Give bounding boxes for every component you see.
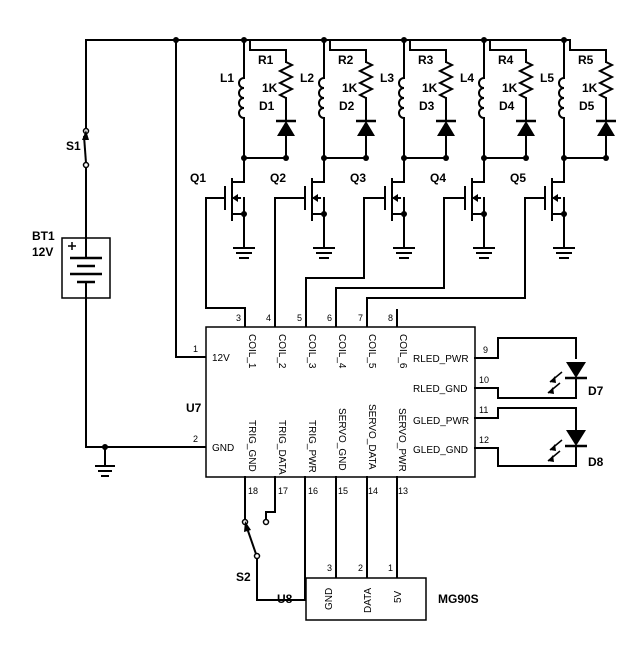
resistor-value-label: 1K [502,81,518,95]
u7-trig-gnd-name: TRIG_GND [246,420,257,472]
u7-servo-pwr-name: SERVO_PWR [396,408,407,472]
mosfet-label: Q4 [430,171,446,185]
led-d7: D7 [474,337,604,399]
diode-label: D3 [419,99,435,113]
u7-pin-2-num: 2 [193,434,198,444]
resistor-label: R2 [338,53,354,67]
u7-pin-4-num: 4 [266,313,271,323]
mosfet-label: Q1 [190,171,206,185]
resistor-value-label: 1K [262,81,278,95]
mosfet-label: Q3 [350,171,366,185]
u8-pin-2-num: 2 [358,563,363,573]
u7-coil1-name: COIL_1 [246,334,257,369]
inductor-label: L2 [300,71,314,85]
u7-coil6-name: COIL_6 [397,334,408,369]
u7-servo-gnd-name: SERVO_GND [336,408,347,471]
led-d8-label: D8 [588,455,604,469]
battery-ref-label: BT1 [32,229,55,243]
u7-servo-data-name: SERVO_DATA [366,404,377,470]
u8-pin-data-name: DATA [363,587,374,613]
inductor-label: L1 [220,71,234,85]
u7-pin-12-num: 12 [479,435,489,445]
u7-ref-label: U7 [186,401,202,415]
switch-s1: S1 [66,127,90,169]
u7-pin-1-num: 1 [193,344,198,354]
u7-pin-9-num: 9 [483,345,488,355]
u7-pin-9-name: RLED_PWR [413,354,469,365]
switch-s1-label: S1 [66,139,81,153]
u7-pin-5-num: 5 [297,313,302,323]
u7-pin-1-name: 12V [212,353,230,364]
u7-coil5-name: COIL_5 [366,334,377,369]
resistor-value-label: 1K [342,81,358,95]
inductor-label: L3 [380,71,394,85]
resistor-label: R5 [578,53,594,67]
u7-pin-17-num: 17 [278,486,288,496]
u7-pin-13-num: 13 [398,486,408,496]
u7-pin-2-name: GND [212,443,234,454]
u7-coil4-name: COIL_4 [336,334,347,369]
resistor-value-label: 1K [422,81,438,95]
trigger-wiring: S2 [236,476,398,601]
u8-pin-5v-name: 5V [393,590,404,603]
resistor-label: R1 [258,53,274,67]
inductor-label: L5 [540,71,554,85]
led-d7-label: D7 [588,384,604,398]
switch-s2-label: S2 [236,570,251,584]
resistor-label: R3 [418,53,434,67]
diode-label: D1 [259,99,275,113]
u7-pin-11-num: 11 [479,405,488,415]
battery-value-label: 12V [32,245,53,259]
u7-pin-14-num: 14 [368,486,378,496]
u7-pin-12-name: GLED_GND [413,445,468,456]
u7-pin-16-num: 16 [308,486,318,496]
controller-u7: U7 1 12V 2 GND 3 4 5 6 7 8 COIL_1 COIL_2… [186,313,489,496]
u7-pin-7-num: 7 [358,313,363,323]
u7-pin-8-num: 8 [388,313,393,323]
u7-coil2-name: COIL_2 [276,334,287,369]
inductor-label: L4 [460,71,474,85]
u8-part-label: MG90S [438,592,479,606]
u7-pin-10-num: 10 [479,375,489,385]
u8-ref-label: U8 [277,592,293,606]
u7-pin-18-num: 18 [248,486,258,496]
u8-pin-3-num: 3 [327,563,332,573]
u7-pin-6-num: 6 [327,313,332,323]
led-d8: D8 [474,407,604,469]
gate-wiring [205,197,546,328]
mosfet-label: Q2 [270,171,286,185]
u8-pin-gnd-name: GND [324,588,335,610]
diode-label: D2 [339,99,355,113]
u7-pin-10-name: RLED_GND [413,384,467,395]
u7-pin-3-num: 3 [236,313,241,323]
servo-u8: U8 MG90S 3 2 1 GND DATA 5V [277,563,479,621]
u7-pin-15-num: 15 [338,486,348,496]
u7-pin-11-name: GLED_PWR [413,416,469,427]
u7-coil3-name: COIL_3 [306,334,317,369]
resistor-value-label: 1K [582,81,598,95]
u7-trig-data-name: TRIG_DATA [276,420,287,475]
mosfet-label: Q5 [510,171,526,185]
diode-label: D5 [579,99,595,113]
battery-bt1: BT1 12V [32,229,111,299]
u8-pin-1-num: 1 [388,563,393,573]
resistor-label: R4 [498,53,514,67]
u7-trig-pwr-name: TRIG_PWR [306,420,317,473]
diode-label: D4 [499,99,515,113]
